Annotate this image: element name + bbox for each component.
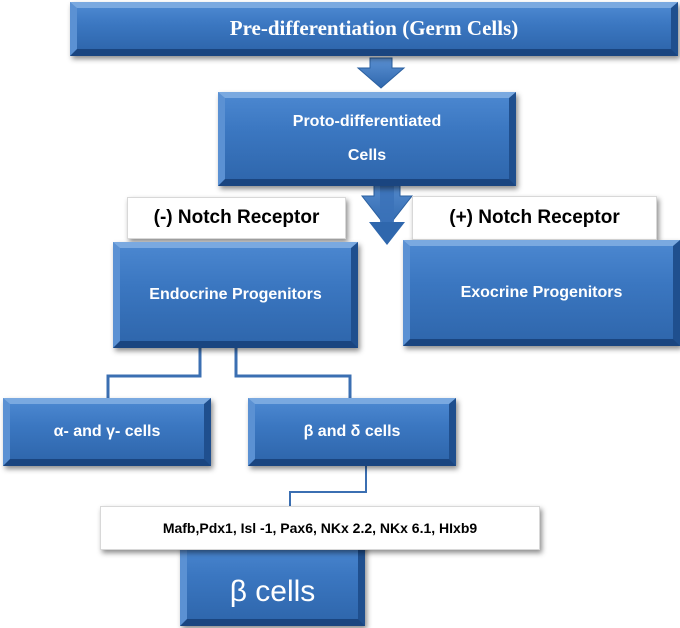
pre-differentiation-box: Pre-differentiation (Germ Cells) [70,2,678,56]
beta-delta-cells-box: β and δ cells [248,398,456,466]
endocrine-connector [106,348,352,398]
alpha-gamma-cells-label: α- and γ- cells [53,422,161,440]
notch-negative-label: (-) Notch Receptor [127,197,346,239]
alpha-gamma-cells-box: α- and γ- cells [3,398,211,466]
beta-cells-box: β cells [180,540,365,626]
exocrine-progenitors-label: Exocrine Progenitors [460,283,623,301]
markers-connector [289,466,367,506]
endocrine-progenitors-box: Endocrine Progenitors [113,242,358,348]
split-arrow-icon [360,175,414,245]
down-arrow-icon [356,57,406,89]
beta-delta-cells-label: β and δ cells [303,422,401,440]
notch-positive-label: (+) Notch Receptor [412,196,657,240]
endocrine-progenitors-label: Endocrine Progenitors [149,285,322,303]
pre-differentiation-label: Pre-differentiation (Germ Cells) [229,16,519,40]
proto-cells-label: Cells [347,146,387,164]
proto-differentiated-box: Proto-differentiated Cells [218,92,516,186]
proto-differentiated-label: Proto-differentiated [292,112,442,130]
transcription-markers-label: Mafb,Pdx1, Isl -1, Pax6, NKx 2.2, NKx 6.… [100,506,540,550]
exocrine-progenitors-box: Exocrine Progenitors [403,240,680,346]
beta-cells-label: β cells [229,574,316,608]
